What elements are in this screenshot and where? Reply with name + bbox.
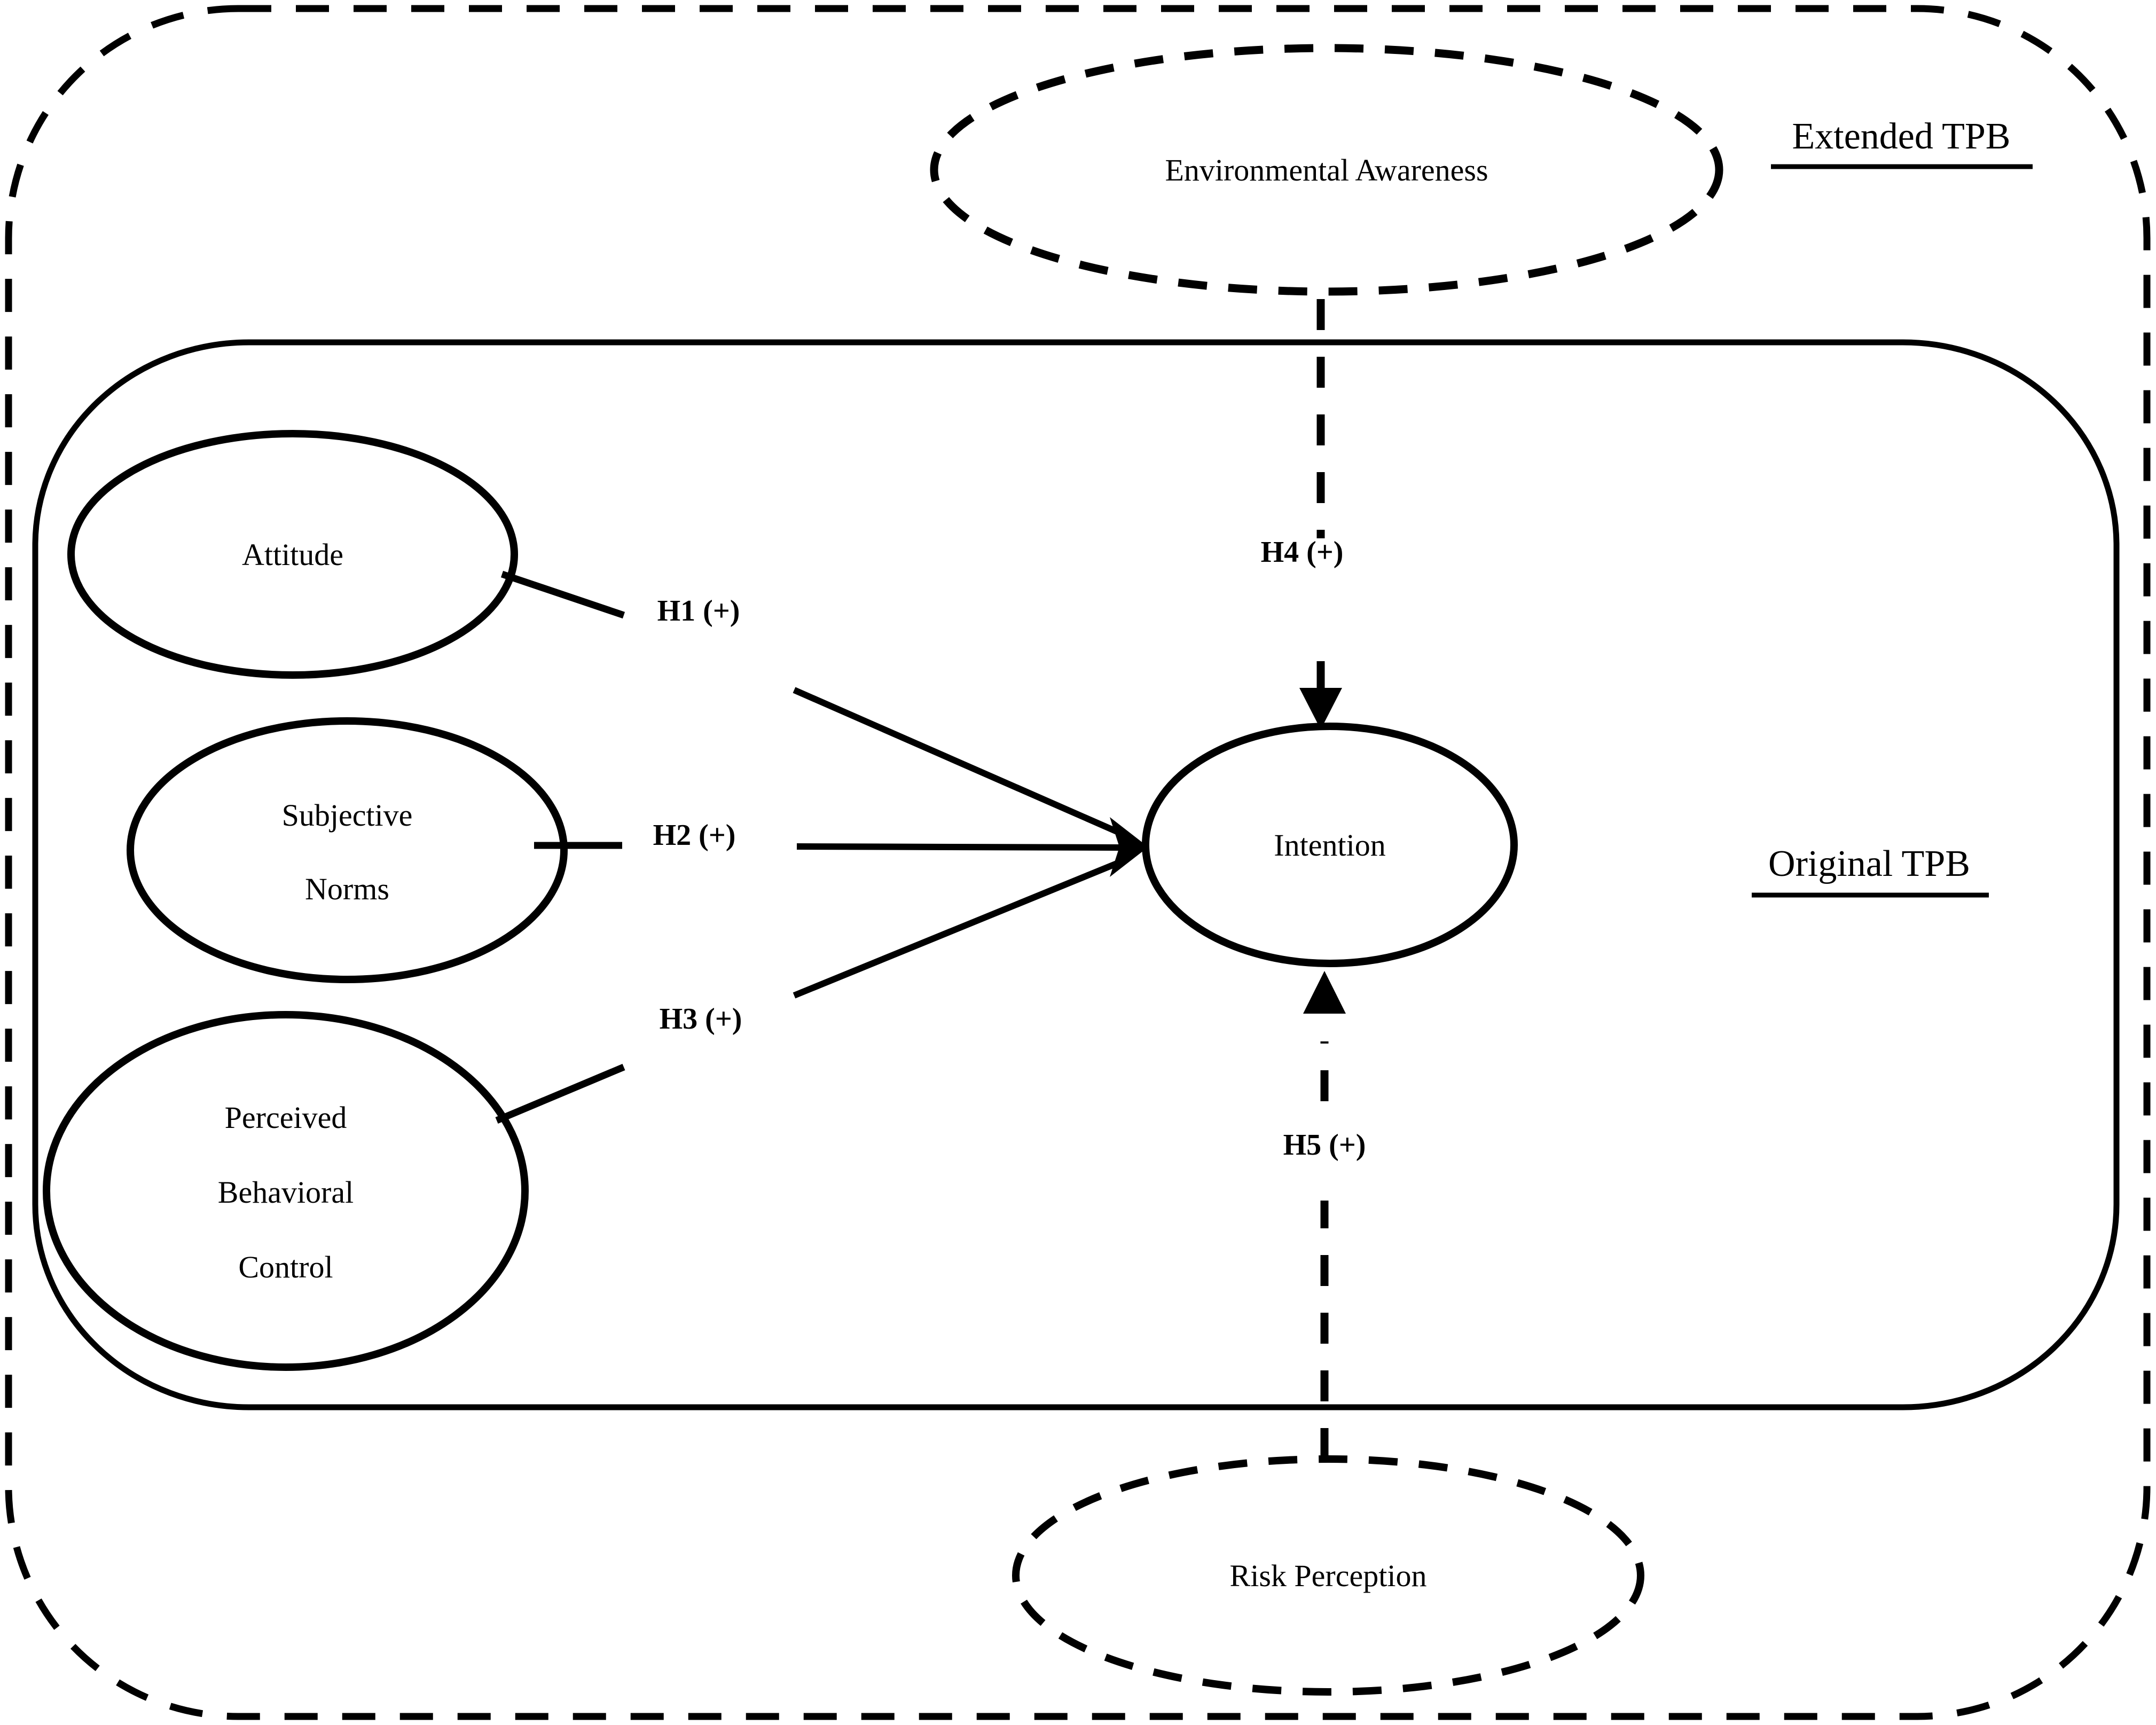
node-perceived-behavioral-control: [43, 1011, 529, 1371]
node-attitude-label: Attitude: [242, 537, 343, 572]
h5-label: H5 (+): [1283, 1128, 1366, 1162]
node-attitude: [67, 430, 518, 679]
node-risk-perception-label: Risk Perception: [1230, 1558, 1427, 1593]
h1-arrow-main-line: [793, 687, 1122, 836]
h4-arrowhead-icon: [1299, 688, 1342, 730]
node-subjective-norms-label-line1: Subjective: [282, 798, 413, 833]
extended-tpb-title: Extended TPB: [1792, 116, 2011, 157]
h3-label: H3 (+): [660, 1002, 742, 1036]
h1-label: H1 (+): [657, 594, 740, 628]
node-intention: [1142, 723, 1518, 967]
node-pbc-label-line2: Behavioral: [218, 1175, 354, 1210]
node-subjective-norms: [127, 717, 568, 983]
node-environmental-awareness-label: Environmental Awareness: [1165, 153, 1488, 187]
h5-arrowhead-icon: [1303, 971, 1346, 1014]
h3-arrow-stub-line: [495, 1064, 625, 1124]
node-intention-label: Intention: [1274, 828, 1385, 862]
node-pbc-label-line3: Control: [238, 1250, 333, 1284]
extended-tpb-frame: [5, 5, 2151, 1720]
intention-left-arrowhead-icon: [1110, 817, 1148, 877]
node-pbc-label-line1: Perceived: [225, 1100, 347, 1135]
original-tpb-title: Original TPB: [1768, 843, 1970, 884]
h1-arrow-stub-line: [500, 570, 625, 619]
h3-arrow-main-line: [793, 859, 1122, 999]
node-environmental-awareness: [930, 44, 1723, 296]
h4-label: H4 (+): [1261, 536, 1344, 569]
node-subjective-norms-label-line2: Norms: [305, 872, 389, 906]
original-tpb-frame: [32, 339, 2120, 1410]
h2-arrow-main-line: [796, 843, 1121, 851]
h2-label: H2 (+): [653, 819, 736, 852]
